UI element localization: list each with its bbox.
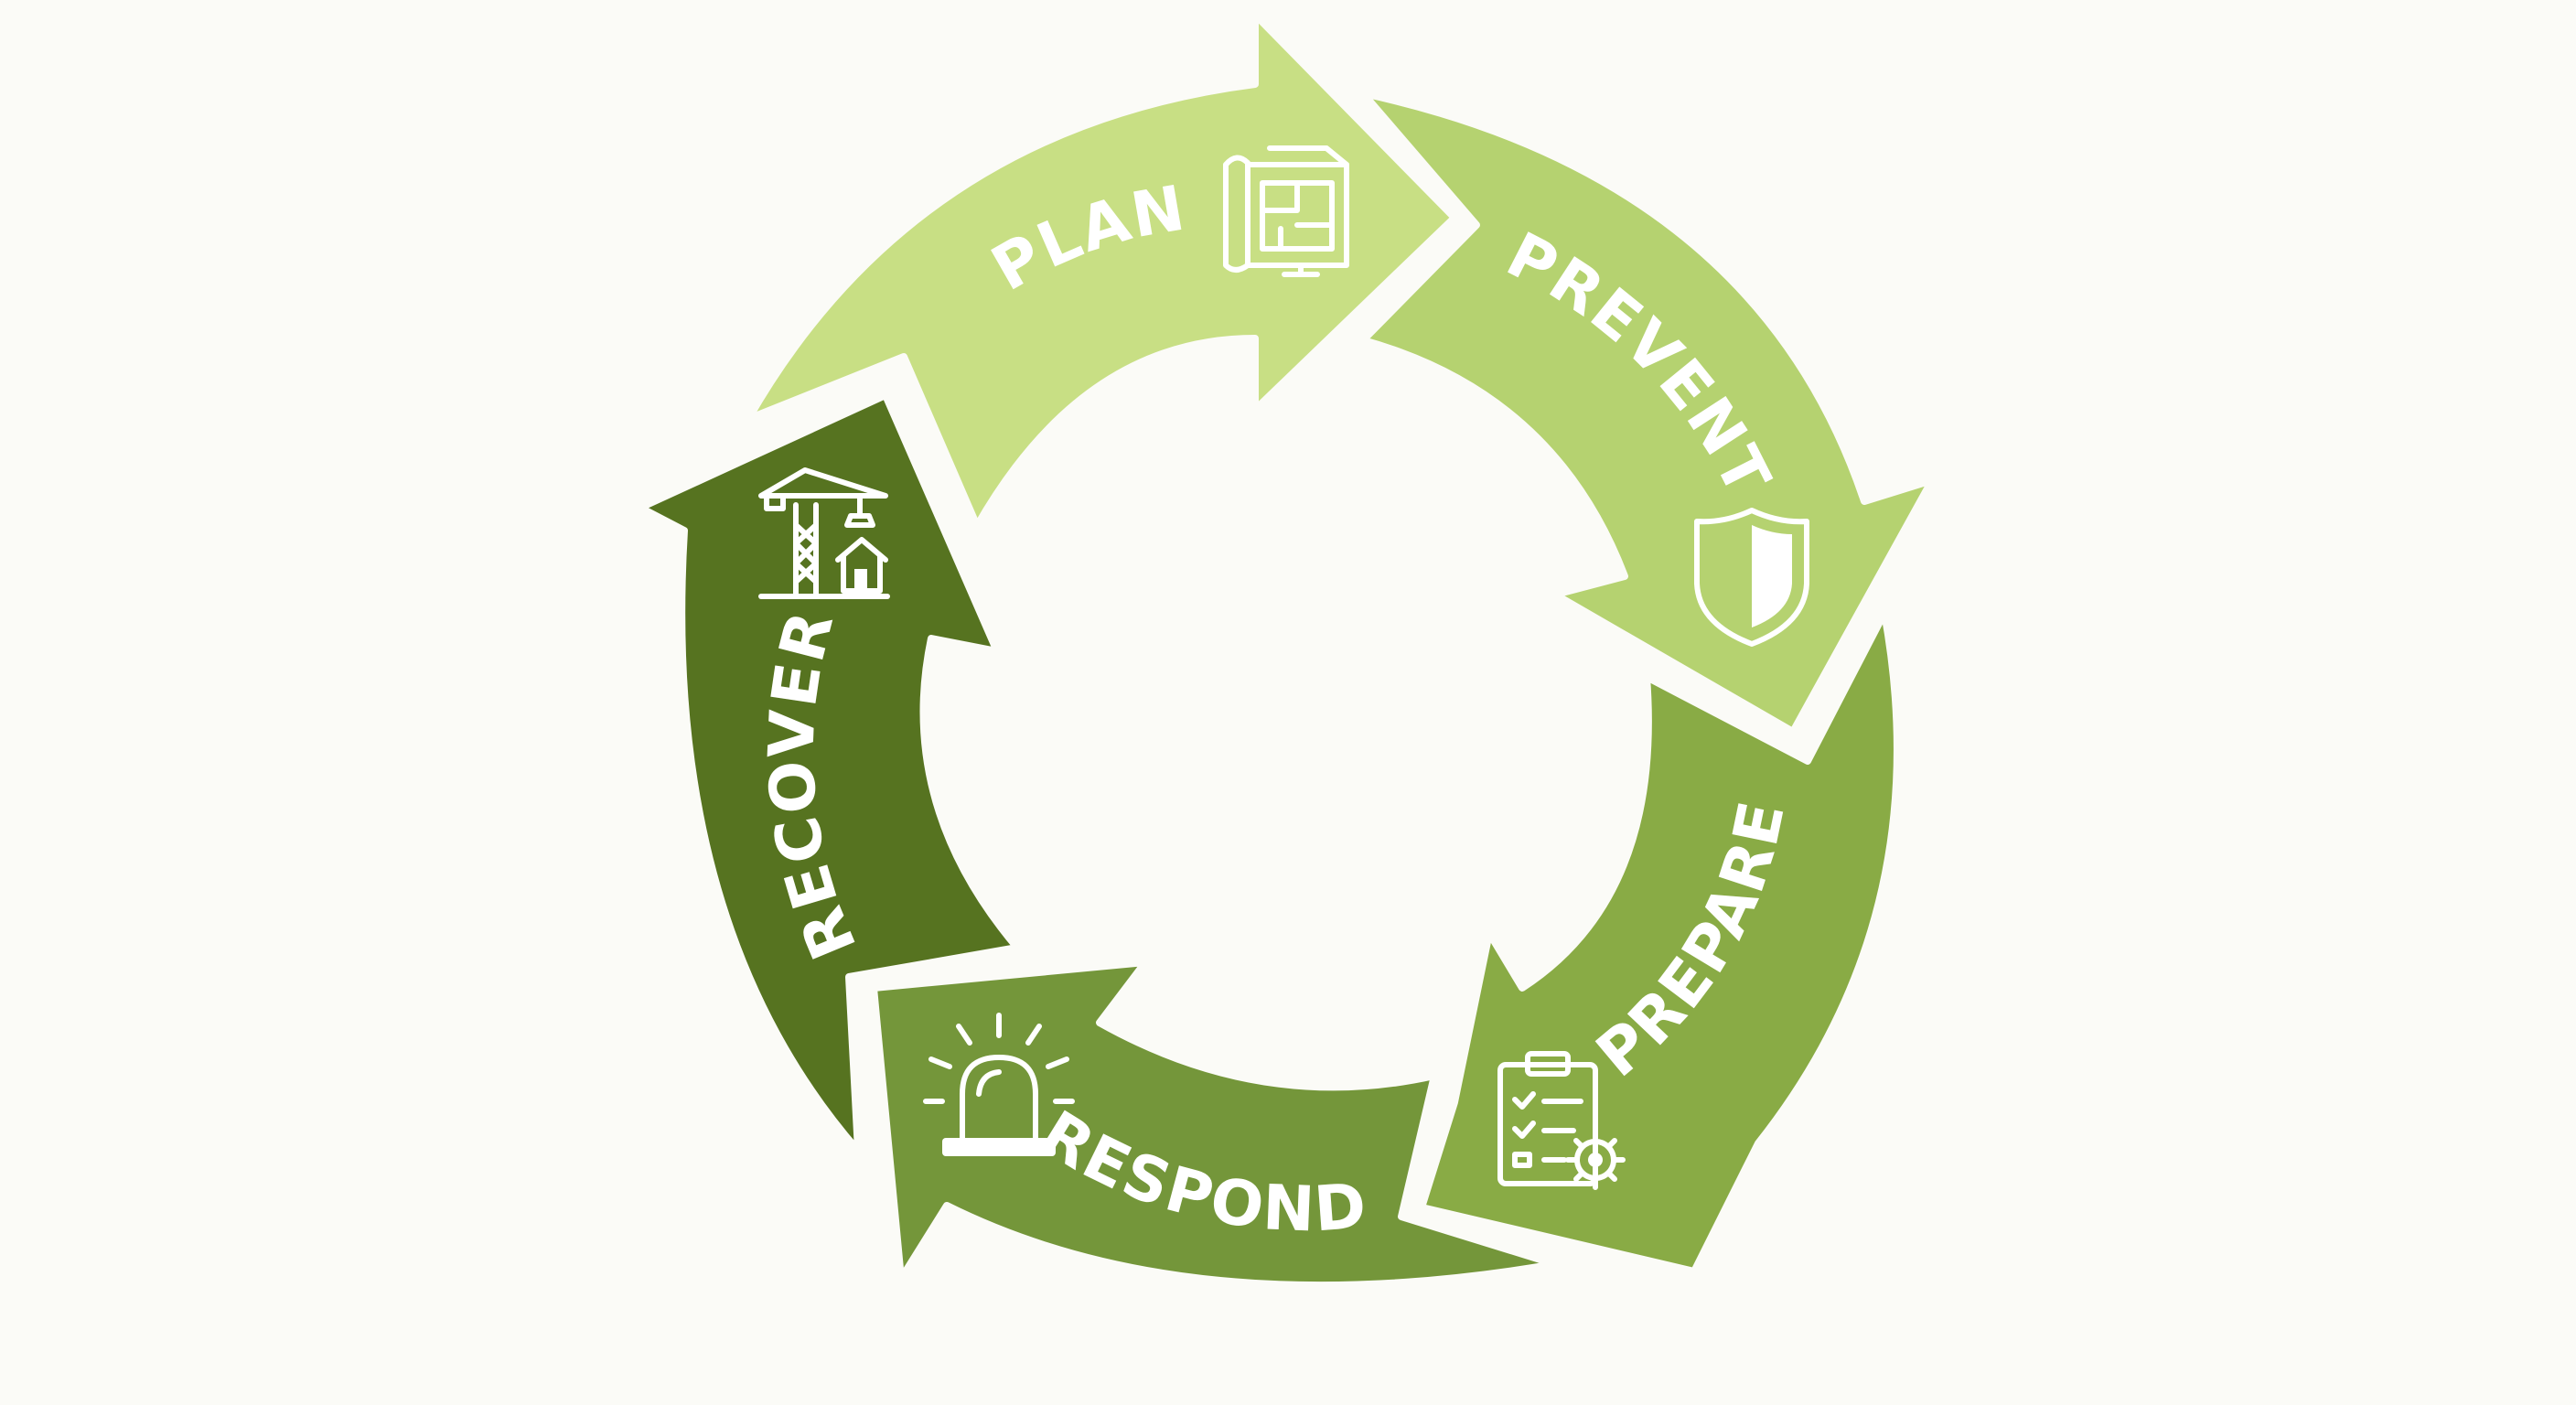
arrow-recover: [637, 391, 1021, 1154]
arrow-respond: [870, 959, 1559, 1290]
arrow-plan: [745, 11, 1458, 530]
blueprint-icon: [1223, 145, 1349, 277]
arrow-prevent: [1359, 90, 1936, 735]
shield-icon: [1694, 508, 1809, 647]
crane-house-icon: [758, 467, 890, 599]
alarm-light-icon: [923, 1013, 1075, 1156]
arrow-prepare: [1418, 609, 1901, 1275]
checklist-gear-icon: [1497, 1051, 1626, 1190]
